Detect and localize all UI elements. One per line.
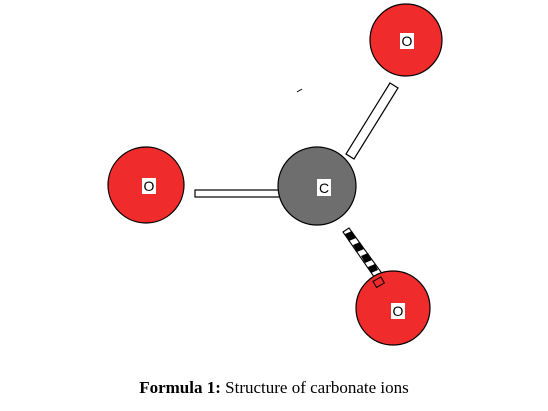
bond-carbon-bottom-oxygen — [342, 227, 387, 285]
figure-caption: Formula 1: Structure of carbonate ions — [0, 378, 548, 398]
left-oxygen-atom: O — [107, 146, 185, 224]
top-oxygen-atom: O — [369, 3, 443, 77]
hash-mark — [361, 253, 372, 263]
atom-label-box — [317, 179, 331, 196]
central-carbon-atom: C — [277, 146, 357, 226]
hash-mark — [345, 231, 356, 241]
atom-label: O — [144, 178, 155, 194]
atom-label-box — [391, 303, 405, 319]
stray-mark — [296, 88, 303, 93]
atom-label: C — [319, 180, 329, 196]
caption-text: Structure of carbonate ions — [220, 378, 409, 397]
atom-label-box — [400, 33, 414, 49]
atom-label-box — [142, 178, 156, 194]
bottom-oxygen-atom: O — [355, 270, 431, 346]
atom-label: O — [402, 33, 413, 49]
atom-label: O — [393, 303, 404, 319]
hash-mark — [353, 242, 364, 252]
bond-nub — [372, 276, 386, 289]
bond-carbon-top-oxygen — [345, 82, 399, 160]
bond-carbon-left-oxygen — [194, 189, 286, 198]
hash-mark — [368, 264, 378, 273]
caption-label: Formula 1: — [139, 378, 221, 397]
